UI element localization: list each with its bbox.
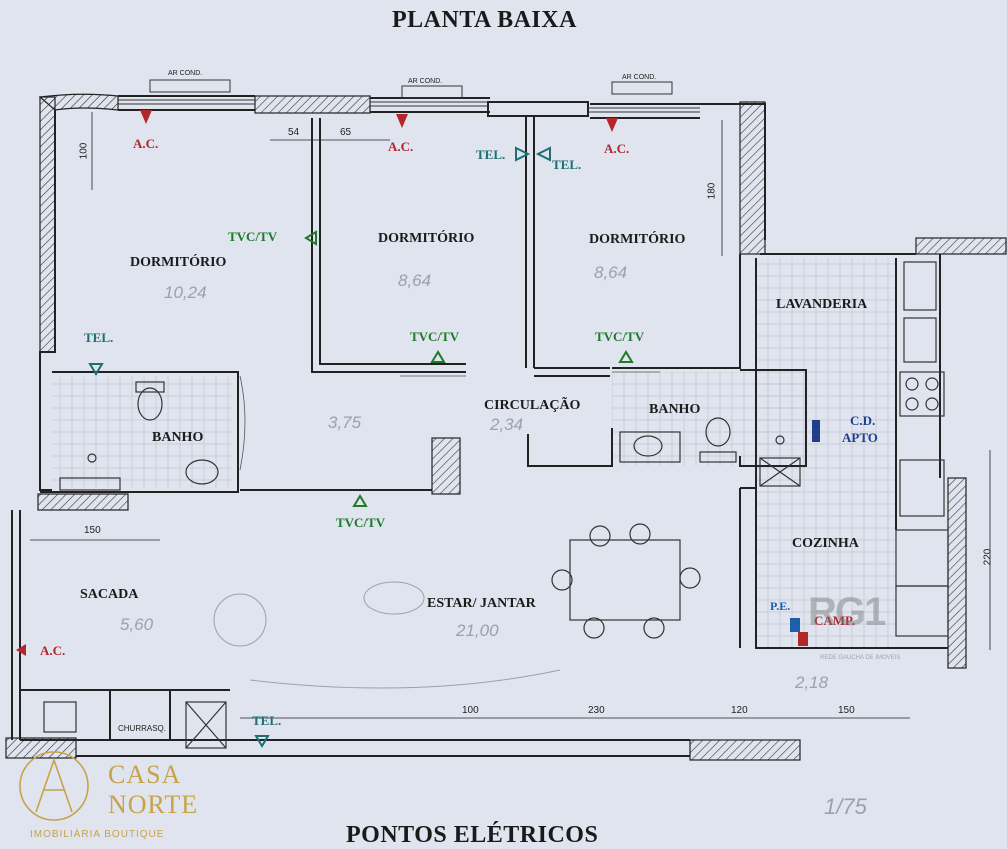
room-cozinha-name: COZINHA bbox=[792, 536, 859, 551]
tel-label-dorm1: TEL. bbox=[84, 330, 114, 345]
room-dorm1-name: DORMITÓRIO bbox=[130, 255, 227, 270]
cd-label-line2: APTO bbox=[842, 430, 878, 445]
camp-label: CAMP. bbox=[814, 613, 856, 628]
ar-cond-label-1: AR COND. bbox=[168, 70, 203, 77]
tel-markers bbox=[88, 146, 551, 748]
dim-230: 230 bbox=[588, 705, 605, 716]
scale-note: 1/75 bbox=[824, 794, 867, 819]
tv-markers bbox=[304, 230, 634, 507]
ac-label-dorm1: A.C. bbox=[133, 136, 159, 151]
churrasqueira-label: CHURRASQ. bbox=[118, 724, 167, 733]
dim-100-bottom: 100 bbox=[462, 705, 479, 716]
dim-54: 54 bbox=[288, 127, 300, 138]
room-sacada-name: SACADA bbox=[80, 587, 139, 602]
room-dorm2-area: 8,64 bbox=[398, 271, 432, 290]
room-dorm3-area: 8,64 bbox=[594, 263, 628, 282]
logo-line2: NORTE bbox=[108, 790, 199, 819]
ac-markers bbox=[16, 110, 618, 656]
tv-label-dorm2: TVC/TV bbox=[410, 329, 460, 344]
pencil-sketches bbox=[213, 581, 561, 689]
room-banho1-name: BANHO bbox=[152, 430, 204, 445]
windows bbox=[118, 79, 700, 113]
pe-label: P.E. bbox=[770, 599, 791, 613]
dimension-lines bbox=[30, 112, 991, 719]
door-swings bbox=[239, 371, 660, 471]
tv-label-dorm3: TVC/TV bbox=[595, 329, 645, 344]
camp-marker bbox=[798, 632, 808, 646]
dim-180: 180 bbox=[706, 182, 718, 200]
dim-150-bottom: 150 bbox=[838, 705, 855, 716]
logo-line1: CASA bbox=[108, 760, 182, 789]
ac-label-dorm3: A.C. bbox=[604, 141, 630, 156]
ac-label-sacada: A.C. bbox=[40, 643, 66, 658]
tv-label-dorm1: TVC/TV bbox=[228, 229, 278, 244]
cd-label-line1: C.D. bbox=[850, 413, 876, 428]
rg1-watermark: RG1 bbox=[808, 590, 886, 634]
room-circulacao-name: CIRCULAÇÃO bbox=[484, 398, 581, 413]
room-cozinha-area: 2,18 bbox=[795, 673, 829, 692]
room-banho1-area: 3,75 bbox=[328, 413, 362, 432]
tv-label-estar: TVC/TV bbox=[336, 515, 386, 530]
tel-label-estar: TEL. bbox=[252, 713, 282, 728]
fixtures bbox=[43, 261, 949, 749]
tel-label-dorm2: TEL. bbox=[476, 147, 506, 162]
casa-norte-emblem bbox=[19, 751, 89, 821]
cd-panel bbox=[812, 420, 820, 442]
banho1-tiles bbox=[52, 376, 232, 488]
room-dorm3-name: DORMITÓRIO bbox=[589, 232, 686, 247]
room-banho2-name: BANHO bbox=[649, 402, 701, 417]
ar-cond-label-3: AR COND. bbox=[622, 74, 657, 81]
room-sacada-area: 5,60 bbox=[120, 615, 154, 634]
ar-cond-label-2: AR COND. bbox=[408, 78, 443, 85]
footer-title: PONTOS ELÉTRICOS bbox=[346, 822, 599, 848]
room-dorm2-name: DORMITÓRIO bbox=[378, 231, 475, 246]
dim-120: 120 bbox=[731, 705, 748, 716]
pe-marker bbox=[790, 618, 800, 632]
service-tiles bbox=[756, 258, 896, 648]
room-circulacao-area: 2,34 bbox=[490, 415, 524, 434]
room-lavanderia-name: LAVANDERIA bbox=[776, 297, 868, 312]
dim-220: 220 bbox=[982, 548, 994, 566]
dim-65: 65 bbox=[340, 127, 352, 138]
plan-title: PLANTA BAIXA bbox=[392, 7, 577, 33]
logo-subtitle: IMOBILIÁRIA BOUTIQUE bbox=[30, 829, 165, 840]
room-estar-name: ESTAR/ JANTAR bbox=[427, 596, 536, 611]
interior-walls bbox=[11, 95, 948, 757]
ac-label-dorm2: A.C. bbox=[388, 139, 414, 154]
dim-150-top: 150 bbox=[84, 525, 101, 536]
room-dorm1-area: 10,24 bbox=[164, 283, 207, 302]
rg1-watermark-sub: REDE GAUCHA DE IMOVEIS bbox=[820, 655, 901, 661]
tel-label-dorm3: TEL. bbox=[552, 157, 582, 172]
dim-100-left: 100 bbox=[78, 142, 90, 160]
room-estar-area: 21,00 bbox=[456, 621, 499, 640]
